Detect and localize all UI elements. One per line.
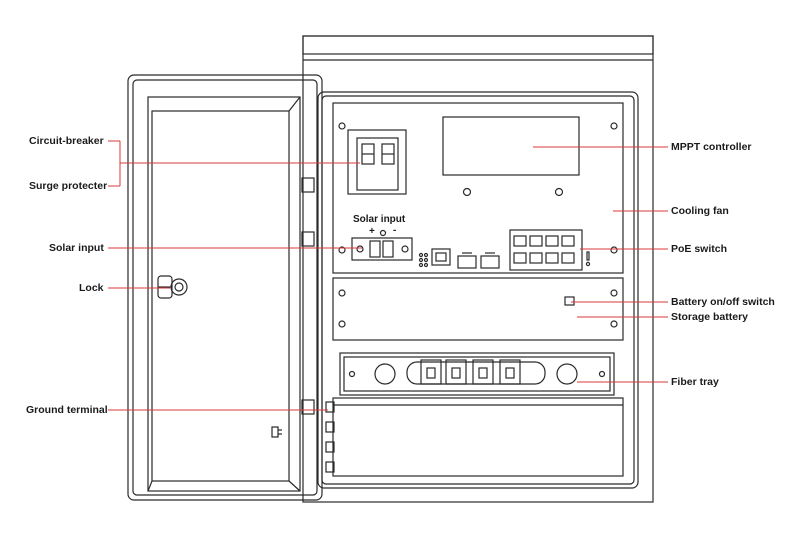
battery-switch-label: Battery on/off switch <box>671 296 775 308</box>
surge-protecter-label: Surge protecter <box>29 180 108 192</box>
fiber-tray <box>339 352 615 396</box>
cooling-fan-label: Cooling fan <box>671 205 729 217</box>
battery-panel <box>332 277 624 341</box>
battery-switch-icon <box>564 296 575 306</box>
solar-input-label: Solar input <box>49 242 104 254</box>
fiber-tray-label: Fiber tray <box>671 376 719 388</box>
circuit-breaker-icon <box>347 129 407 195</box>
leader-lines <box>108 140 668 411</box>
ground-terminal-label: Ground terminal <box>26 404 108 416</box>
minus-sign: - <box>393 225 397 236</box>
ethernet-port-icon <box>431 248 451 266</box>
circuit-breaker-label: Circuit-breaker <box>29 135 104 147</box>
mppt-controller-box <box>442 116 580 176</box>
solar-input-title: Solar input <box>353 214 406 225</box>
lock-label: Lock <box>79 282 104 294</box>
mppt-controller-label: MPPT controller <box>671 141 752 153</box>
cabinet-body <box>302 35 654 503</box>
plus-sign: + <box>369 226 375 237</box>
top-panel <box>332 102 624 274</box>
indicator-leds <box>418 252 429 268</box>
bottom-bay <box>332 397 624 477</box>
cabinet-door <box>127 74 323 501</box>
ground-terminal-icon <box>325 401 335 473</box>
storage-battery-label: Storage battery <box>671 311 749 323</box>
lock-icon <box>157 275 188 299</box>
poe-switch-label: PoE switch <box>671 243 728 255</box>
sfp-port-icons <box>457 252 500 269</box>
poe-switch-ports <box>509 229 591 271</box>
solar-input-terminal <box>351 229 413 261</box>
